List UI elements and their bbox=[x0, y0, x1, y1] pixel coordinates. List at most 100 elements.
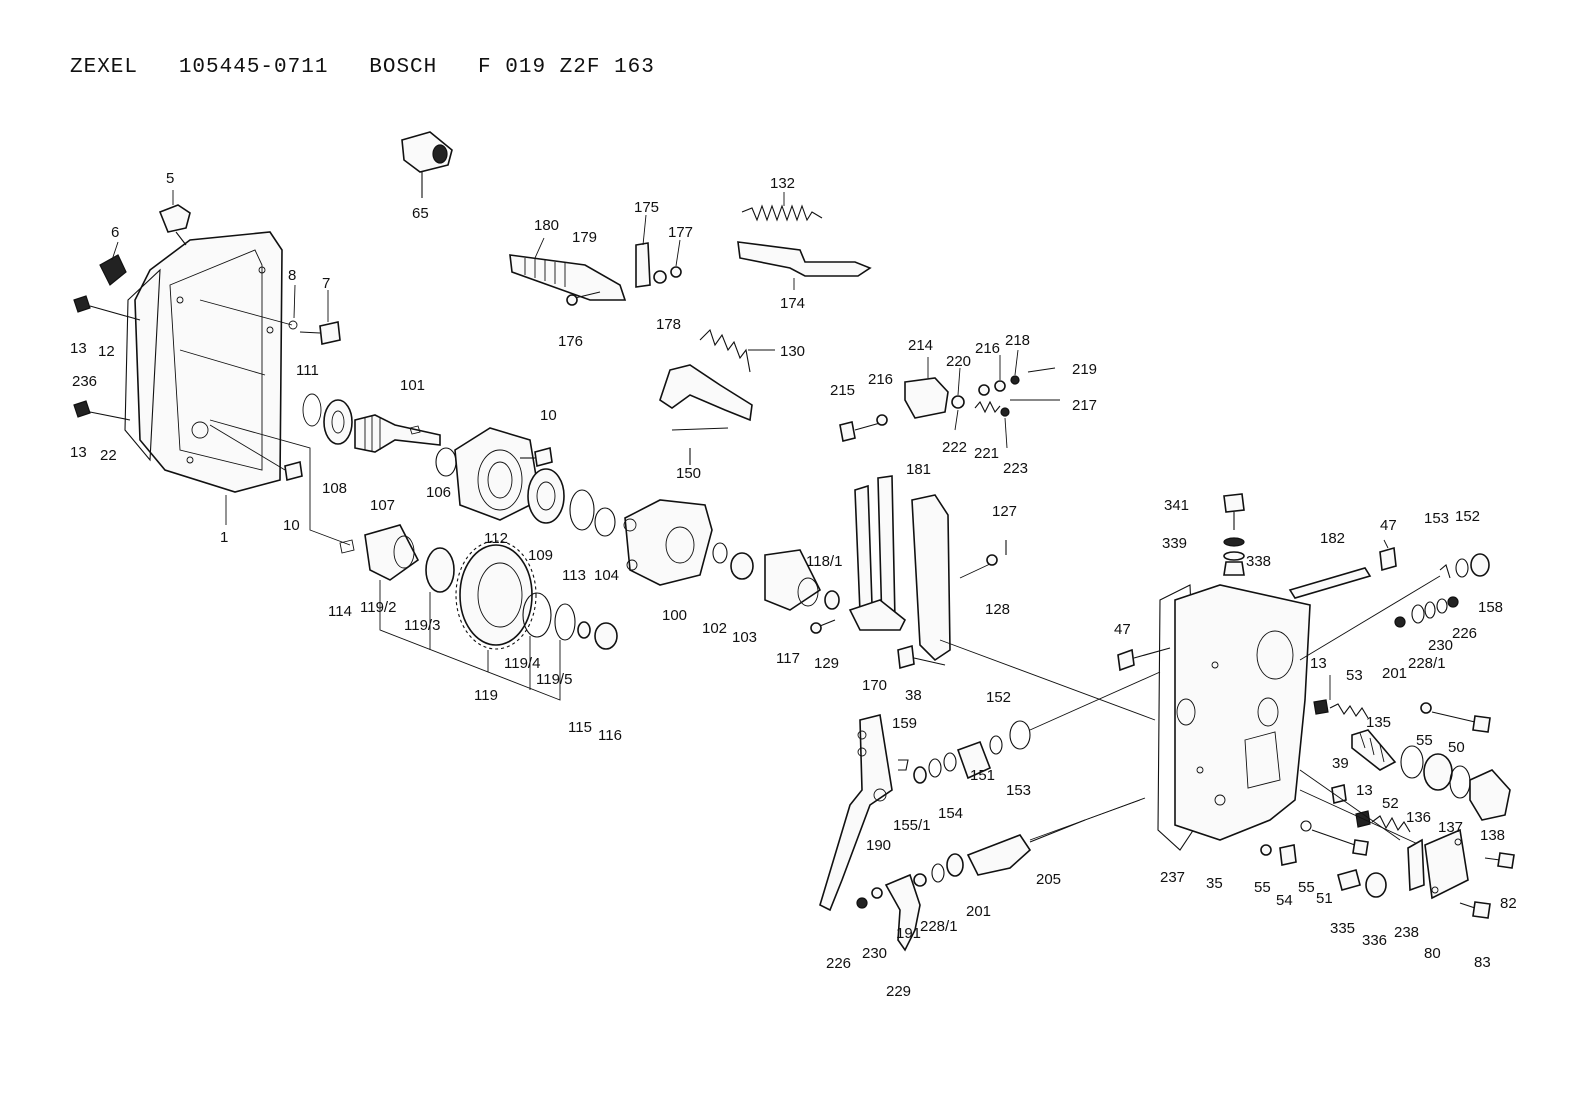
ring-106 bbox=[435, 447, 457, 477]
part-label-154: 154 bbox=[938, 805, 963, 822]
part-label-8: 8 bbox=[288, 267, 296, 284]
part-label-106: 106 bbox=[426, 484, 451, 501]
washer-102 bbox=[712, 542, 728, 564]
part-label-83: 83 bbox=[1474, 954, 1491, 971]
diagram-title: ZEXEL 105445-0711 BOSCH F 019 Z2F 163 bbox=[70, 56, 655, 79]
part-label-138: 138 bbox=[1480, 827, 1505, 844]
part-label-82: 82 bbox=[1500, 895, 1517, 912]
part-label-55a: 55 bbox=[1416, 732, 1433, 749]
parts-201-226 bbox=[1394, 596, 1459, 628]
washer-177-178 bbox=[653, 266, 682, 284]
screw-176 bbox=[566, 291, 601, 306]
part-label-7: 7 bbox=[322, 275, 330, 292]
part-label-229: 229 bbox=[886, 983, 911, 1000]
part-label-115: 115 bbox=[568, 719, 592, 736]
part-label-175: 175 bbox=[634, 199, 659, 216]
part-label-150: 150 bbox=[676, 465, 701, 482]
ring-119-4 bbox=[522, 592, 552, 638]
connector-lines-shaft bbox=[209, 419, 351, 546]
flyweight-100 bbox=[623, 499, 713, 586]
part-label-155-1: 155/1 bbox=[893, 817, 931, 834]
gasket-237 bbox=[1157, 584, 1201, 851]
screw-47b bbox=[1117, 647, 1171, 672]
key-101 bbox=[409, 425, 421, 435]
lever-174 bbox=[737, 241, 872, 277]
part-label-1: 1 bbox=[220, 529, 228, 546]
part-label-216b: 216 bbox=[868, 371, 893, 388]
part-label-214: 214 bbox=[908, 337, 933, 354]
part-label-128: 128 bbox=[985, 601, 1010, 618]
part-label-13a: 13 bbox=[70, 340, 87, 357]
parts-136-138 bbox=[1400, 745, 1511, 821]
washer-118-1 bbox=[824, 590, 840, 610]
part-label-38: 38 bbox=[905, 687, 922, 704]
part-label-215: 215 bbox=[830, 382, 855, 399]
lever-assembly-170 bbox=[848, 475, 907, 631]
nut-13c-screw-53 bbox=[1313, 699, 1369, 719]
part-label-226b: 226 bbox=[826, 955, 851, 972]
part-label-338: 338 bbox=[1246, 553, 1271, 570]
part-label-55b: 55 bbox=[1254, 879, 1271, 896]
part-label-5: 5 bbox=[166, 170, 174, 187]
parts-151-155 bbox=[913, 671, 1161, 784]
part-label-111: 111 bbox=[296, 362, 319, 379]
bolt-12-13 bbox=[73, 295, 141, 421]
part-label-119-2: 119/2 bbox=[360, 599, 396, 616]
bolt-38 bbox=[897, 644, 946, 670]
nut-13d-screw-52 bbox=[1299, 789, 1421, 846]
bolt-215-216 bbox=[839, 414, 888, 442]
part-label-13b: 13 bbox=[70, 444, 87, 461]
bolts-54-51-55 bbox=[1260, 820, 1369, 866]
part-label-132: 132 bbox=[770, 175, 795, 192]
part-label-6: 6 bbox=[111, 224, 119, 241]
hub-119-2 bbox=[364, 524, 420, 581]
shaft-205 bbox=[966, 797, 1146, 876]
main-connector-line bbox=[939, 639, 1156, 721]
part-label-52: 52 bbox=[1382, 795, 1399, 812]
part-label-181: 181 bbox=[906, 461, 931, 478]
ring-113-104 bbox=[569, 489, 616, 537]
ring-119-5 bbox=[554, 603, 576, 641]
part-label-104: 104 bbox=[594, 567, 619, 584]
plug-5 bbox=[158, 204, 191, 246]
lever-175 bbox=[635, 242, 651, 288]
lever-150 bbox=[659, 364, 753, 465]
bolt-10b bbox=[520, 446, 553, 468]
part-label-182: 182 bbox=[1320, 530, 1345, 547]
part-label-39: 39 bbox=[1332, 755, 1349, 772]
part-label-103: 103 bbox=[732, 629, 757, 646]
part-label-109: 109 bbox=[528, 547, 553, 564]
housing-cover-1 bbox=[134, 231, 283, 493]
part-label-117: 117 bbox=[776, 650, 800, 667]
part-label-201a: 201 bbox=[1382, 665, 1407, 682]
nut-116 bbox=[594, 622, 618, 650]
part-label-35: 35 bbox=[1206, 875, 1223, 892]
long-connector-lines bbox=[1029, 769, 1401, 841]
part-label-178: 178 bbox=[656, 316, 681, 333]
part-label-10a: 10 bbox=[283, 517, 300, 534]
part-label-22: 22 bbox=[100, 447, 117, 464]
part-label-129: 129 bbox=[814, 655, 839, 672]
part-label-47b: 47 bbox=[1114, 621, 1131, 638]
part-label-222: 222 bbox=[942, 439, 967, 456]
screw-47a bbox=[1379, 546, 1397, 572]
part-label-221: 221 bbox=[974, 445, 999, 462]
part-label-180: 180 bbox=[534, 217, 559, 234]
spring-135 bbox=[1351, 729, 1397, 771]
part-label-119: 119 bbox=[474, 687, 498, 704]
shaft-107 bbox=[354, 414, 441, 453]
parts-191-228-201 bbox=[856, 853, 964, 952]
part-label-218: 218 bbox=[1005, 332, 1030, 349]
bolts-82-83 bbox=[1459, 852, 1515, 919]
sleeve-117 bbox=[764, 549, 822, 611]
bolt-341-338-339 bbox=[1223, 493, 1245, 576]
part-label-80: 80 bbox=[1424, 945, 1441, 962]
part-label-13c: 13 bbox=[1310, 655, 1327, 672]
shaft-180-179 bbox=[509, 254, 627, 301]
part-label-13d: 13 bbox=[1356, 782, 1373, 799]
part-label-119-3: 119/3 bbox=[404, 617, 440, 634]
parts-217-223 bbox=[951, 367, 1060, 417]
pin-127-128 bbox=[986, 540, 1007, 566]
part-label-130: 130 bbox=[780, 343, 805, 360]
part-label-151: 151 bbox=[970, 767, 995, 784]
